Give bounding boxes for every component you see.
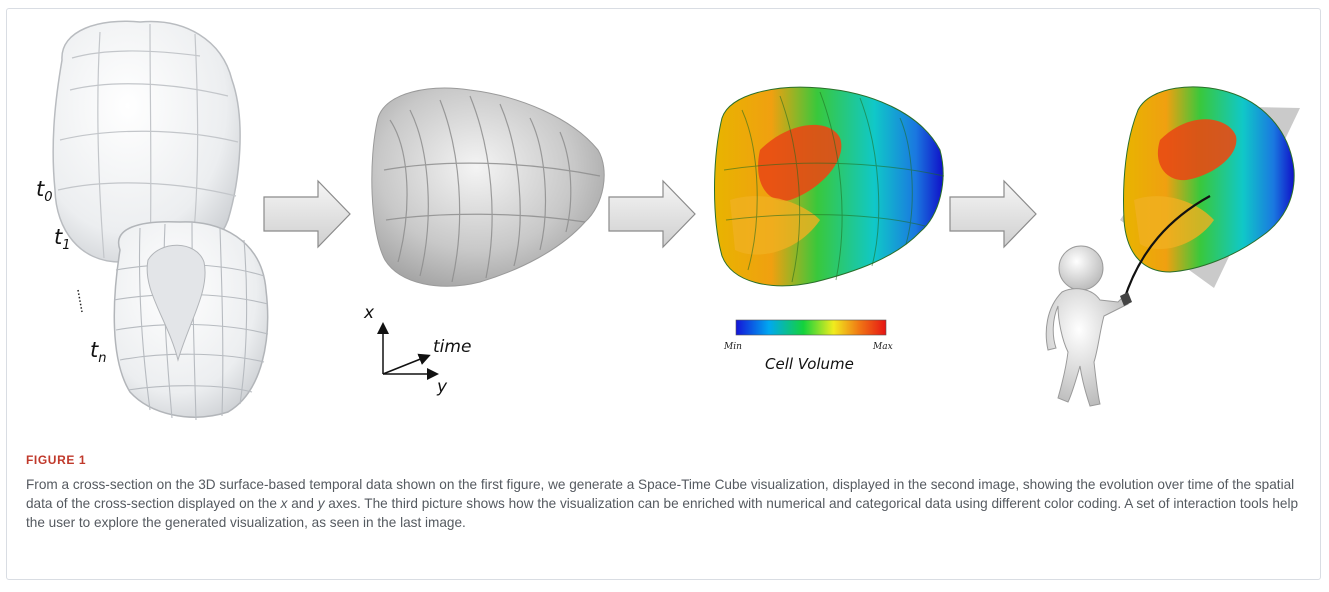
interaction-scene [1045,86,1300,407]
arrow-right-icon [263,179,351,249]
axes-icon [377,322,439,380]
colorbar [735,319,887,336]
caption-axis-y: y [317,496,325,511]
grey-volume-icon [371,87,605,287]
figure-caption-text: From a cross-section on the 3D surface-b… [26,475,1311,532]
figure-panels: t0 t1 tn [36,20,1300,421]
svg-text:t0: t0 [36,177,53,205]
axis-label-y: y [436,377,448,397]
svg-text:t1: t1 [54,225,71,253]
time-label-t1: t1 [54,225,71,253]
time-label-tn: tn [90,338,106,366]
time-label-t0: t0 [36,177,53,205]
figure-caption: FIGURE 1 From a cross-section on the 3D … [26,453,1311,532]
caption-axis-x: x [280,496,288,511]
colorbar-min-label: Min [723,342,742,352]
figure-illustration: t0 t1 tn [36,20,1300,421]
colorbar-title: Cell Volume [765,355,854,373]
caption-part-2: and [287,496,318,511]
axis-label-time: time [433,337,471,357]
arrow-right-icon [608,179,696,249]
figure-frame [6,8,1321,580]
svg-text:tn: tn [90,338,106,366]
axis-label-x: x [363,303,375,323]
arrow-right-icon [949,179,1037,249]
colorbar-max-label: Max [872,342,893,352]
stick-figure-icon [1045,245,1132,407]
caption-part-3: axes. The third picture shows how the vi… [26,496,1299,530]
ellipsis-dots [77,289,83,313]
cell-cluster-icon [52,20,269,421]
figure-label: FIGURE 1 [26,453,87,467]
caption-part-1: From a cross-section on the 3D surface-b… [26,477,1295,511]
colored-volume-icon [714,86,945,287]
pointer-cable [1122,195,1211,301]
